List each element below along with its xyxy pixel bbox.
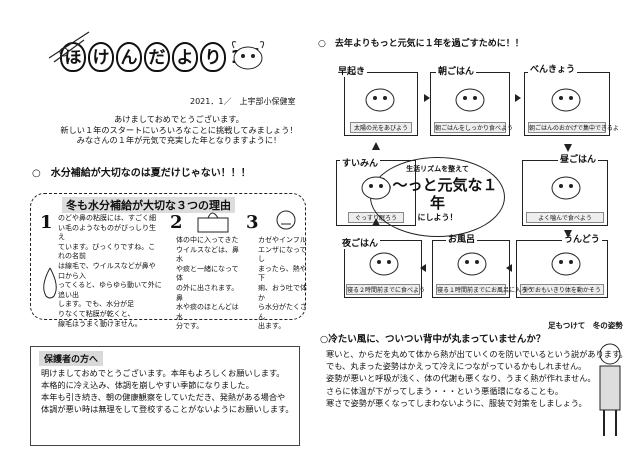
cow-character-icon	[551, 176, 581, 200]
cow-character-icon	[457, 252, 487, 276]
guardian-body: 明けましておめでとうございます。本年もよろしくお願いします。 本格的に冷え込み、…	[41, 367, 294, 415]
reasons-box	[30, 193, 306, 320]
text-line: ています。びっくりですね。これの名前	[58, 242, 156, 261]
text-line: まったら、熱や下	[258, 264, 307, 283]
step-label: うんどう	[562, 232, 602, 245]
posture-heading: ○冷たい風に、ついつい背中が丸まっていませんか？	[320, 334, 546, 345]
text-line: さらに体温が下がってしまう・・・という悪循環になることも。	[326, 385, 564, 396]
center-top: 生活リズムを整えて	[406, 165, 469, 173]
step-label: べんきょう	[528, 62, 578, 75]
greeting-line: 新しい１年のスタートにいろいろなことに挑戦してみましょう！	[60, 124, 298, 135]
step-caption: 寝る１時間前までにお風呂に入ろう	[436, 284, 533, 295]
step-caption: 朝ごはんをしっかり食べよう	[434, 122, 513, 133]
text-line: 出ます。	[258, 322, 286, 331]
cow-character-icon	[455, 88, 485, 112]
step-label: 昼ごはん	[558, 152, 599, 165]
greeting: あけましておめでとうございます。 新しい１年のスタートにいろいろなことに挑戦して…	[54, 114, 304, 146]
step-caption: 寝る２時間前までに食べよう	[346, 284, 425, 295]
center-sub: にしよう！	[417, 213, 458, 222]
text-line: 痢、おう吐で体か	[258, 283, 307, 302]
reason-2-text: 体の中に入ってきた ウイルスなどは、鼻水 や痰と一緒になって体 の外に出されます…	[176, 236, 244, 332]
text-line: 本年も引き続き、朝の健康観察をしていただき、発熱がある場合や	[41, 392, 286, 402]
cow-character-icon	[361, 176, 391, 200]
rhythm-heading: ○ 去年よりもっと元気に１年を過ごすために！！	[318, 39, 524, 49]
text-line: の外に出されます。鼻	[176, 283, 239, 302]
cow-character-icon	[369, 252, 399, 276]
title-char: よ	[172, 42, 198, 72]
reason-number: 1	[40, 212, 53, 233]
text-line: や痰と一緒になって体	[176, 264, 239, 283]
text-line: 寒いと、からだを丸めて体から熱が出ていくのを防いでいるという説があります。	[326, 349, 628, 359]
step-caption: よく噛んで食べよう	[526, 212, 604, 223]
text-line: りなくて粘膜が乾くと、	[58, 309, 135, 318]
posture-side-note: 足もつけて 冬の姿勢	[548, 321, 623, 330]
hydration-heading: ○ 水分補給が大切なのは夏だけじゃない！！！	[32, 168, 251, 179]
text-line: 寒さで姿勢が悪くなってしまわないように、服装で対策をしましょう。	[326, 397, 587, 408]
step-caption: 太陽の光をあびよう	[350, 122, 412, 133]
reason-1-text: のどや鼻の粘膜には、すごく細 い毛のようなものがびっしり生え ています。びっくり…	[58, 214, 162, 329]
text-line: 水や痰のほとんどは水	[176, 303, 239, 321]
greeting-line: みなさんの１年が元気で充実した年となりますように！	[76, 135, 282, 145]
text-line: 分です。	[176, 322, 204, 331]
text-line: ってくると、ゆらゆら動いて外に追い出	[58, 281, 162, 299]
title-char: り	[200, 42, 226, 72]
title-char: ん	[116, 42, 142, 72]
ox-icon	[231, 41, 265, 70]
tissue-illustration-icon	[197, 212, 229, 233]
step-label: 朝ごはん	[436, 64, 477, 77]
guardian-notice: 保護者の方へ 明けましておめでとうございます。本年もよろしくお願いします。 本格…	[30, 346, 300, 446]
step-label: 夜ごはん	[340, 236, 381, 249]
text-line: のどや鼻の粘膜には、すごく細	[58, 214, 156, 222]
text-line: 姿勢が悪いと呼吸が浅く、体の代謝も悪くなり、うまく熱が作れません。	[326, 373, 596, 384]
cow-character-icon	[365, 88, 395, 112]
step-label: すいみん	[340, 156, 381, 169]
step-caption: 朝ごはんのおかげで集中できるよ	[528, 122, 619, 133]
step-label: 早起き	[336, 64, 368, 77]
cycle-arrows	[372, 94, 572, 272]
step-caption: 外でおもいきり体を動かそう	[520, 284, 604, 295]
child-posture-illustration-icon	[599, 343, 621, 436]
text-line: ウイルスなどは、鼻水	[176, 245, 239, 264]
issue-date: 2021．1／ 上宇部小保健室	[190, 97, 296, 106]
greeting-line: あけましておめでとうございます。	[114, 114, 244, 124]
reasons-box-title: 冬も水分補給が大切な３つの理由	[62, 197, 235, 213]
text-line: い毛のようなものがびっしり生え	[58, 223, 156, 242]
text-line: 線毛はうまく動けません。	[58, 319, 142, 328]
text-line: は線毛で、ウイルスなどが鼻や口から入	[58, 261, 156, 280]
text-line: 体の中に入ってきた	[176, 236, 239, 244]
text-line: 本格的に冷え込み、体調を崩しやすい季節になりました。	[41, 380, 254, 390]
title-char: だ	[144, 42, 170, 72]
cow-character-icon	[551, 88, 581, 112]
guardian-heading: 保護者の方へ	[39, 351, 104, 366]
text-line: 体調が悪い時は無理をして登校することがないようにお願いします。	[41, 404, 294, 414]
text-line: します。でも、水分が足	[58, 300, 135, 309]
text-line: でも、丸まった姿勢はかえって冷えにつながっているかもしれません。	[326, 361, 587, 372]
posture-body: 寒いと、からだを丸めて体から熱が出ていくのを防いでいるという説があります。 でも…	[326, 348, 628, 409]
text-line: エンザになってし	[258, 245, 307, 264]
cow-character-icon	[551, 252, 581, 276]
text-line: 明けましておめでとうございます。本年もよろしくお願いします。	[41, 368, 285, 378]
new-year-decoration-icon	[48, 31, 90, 63]
text-line: ら水分がたくさん	[258, 303, 307, 321]
title-char: け	[88, 42, 114, 72]
reason-3-text: カゼやインフル エンザになってし まったら、熱や下 痢、おう吐で体か ら水分がた…	[258, 236, 308, 332]
reason-number: 2	[170, 212, 183, 233]
reason-number: 3	[246, 212, 259, 233]
center-main: も〜っと元気な１年	[377, 176, 498, 212]
text-line: カゼやインフル	[258, 236, 307, 244]
rhythm-center-badge: 生活リズムを整えて も〜っと元気な１年 にしよう！	[370, 157, 505, 237]
nose-illustration-icon	[43, 267, 57, 299]
sick-child-icon	[276, 210, 296, 230]
